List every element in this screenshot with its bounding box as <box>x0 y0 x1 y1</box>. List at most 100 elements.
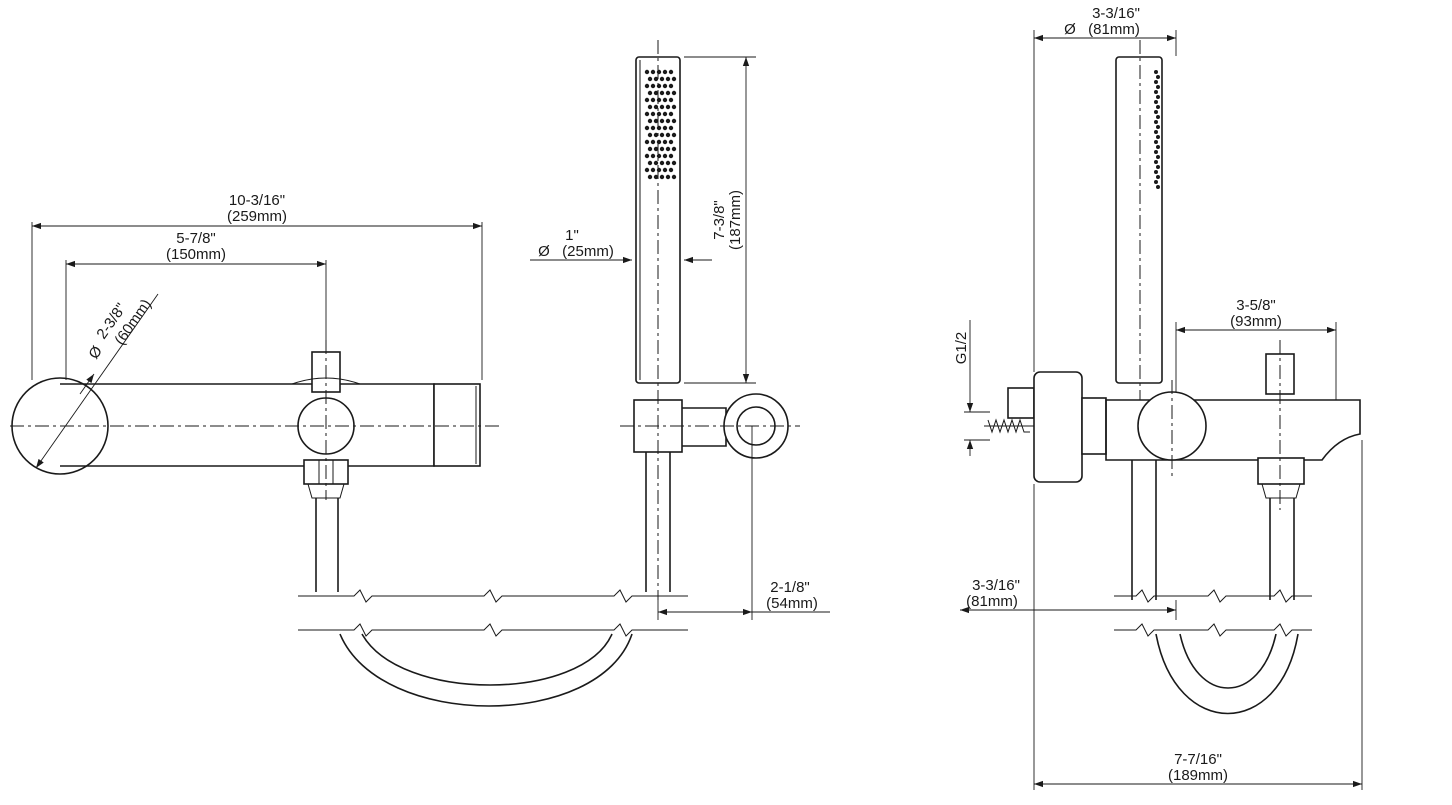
spray-nozzle <box>647 90 653 96</box>
dim-spout-metric: (150mm) <box>166 246 226 263</box>
spray-nozzle <box>659 146 665 152</box>
spray-nozzle <box>653 174 659 180</box>
side-body <box>1105 399 1361 461</box>
dim-spout-to-handle: 5-7/8" (150mm) <box>65 230 327 380</box>
spray-nozzle <box>647 76 653 82</box>
spray-nozzle <box>662 139 668 145</box>
side-spray-nozzle <box>1154 90 1158 94</box>
side-spray-nozzle <box>1154 100 1158 104</box>
side-spray-nozzle <box>1154 130 1158 134</box>
front-end-cap <box>433 383 481 467</box>
side-spray-nozzle <box>1156 165 1160 169</box>
spray-nozzle <box>653 132 659 138</box>
dim-side-handle-imperial: 3-5/8" <box>1236 297 1276 314</box>
dim-handshower-diameter: 1" Ø (25mm) <box>530 227 712 264</box>
spray-nozzle <box>647 132 653 138</box>
dim-side-handle-offset: 3-5/8" (93mm) <box>1175 297 1337 400</box>
side-spray-nozzle <box>1154 170 1158 174</box>
side-spray-nozzle <box>1156 185 1160 189</box>
side-spray-nozzle <box>1156 175 1160 179</box>
spray-nozzle <box>650 167 656 173</box>
front-break-line-lower <box>298 623 688 637</box>
side-spray-nozzle <box>1154 150 1158 154</box>
spray-nozzle <box>662 97 668 103</box>
spray-nozzle <box>650 139 656 145</box>
dim-thread-label: G1/2 <box>953 332 970 365</box>
spray-nozzle <box>671 104 677 110</box>
spray-nozzle <box>650 111 656 117</box>
spray-nozzle <box>668 111 674 117</box>
dim-overall-length-imperial: 10-3/16" <box>229 192 285 209</box>
spray-nozzle <box>668 69 674 75</box>
dim-side-flange-symbol: Ø <box>1064 21 1076 38</box>
spray-nozzle <box>653 104 659 110</box>
dim-spout-imperial: 5-7/8" <box>176 230 216 247</box>
side-spray-nozzle <box>1156 95 1160 99</box>
dim-side-hose-offset: 3-3/16" (81mm) <box>960 577 1177 620</box>
spray-nozzle <box>647 160 653 166</box>
spray-nozzle <box>647 174 653 180</box>
dim-overall-length-metric: (259mm) <box>227 208 287 225</box>
spray-nozzle <box>659 104 665 110</box>
dim-handshower-length: 7-3/8" (187mm) <box>684 56 756 384</box>
spray-nozzle <box>665 118 671 124</box>
spray-nozzle <box>665 90 671 96</box>
side-spray-nozzles <box>1154 70 1160 189</box>
spray-nozzle <box>656 125 662 131</box>
spray-nozzle <box>647 118 653 124</box>
spray-nozzle <box>650 69 656 75</box>
side-spray-nozzle <box>1154 140 1158 144</box>
dim-holder-offset-imperial: 2-1/8" <box>770 579 810 596</box>
dim-handshower-length-metric: (187mm) <box>727 190 744 250</box>
side-spray-nozzle <box>1154 160 1158 164</box>
spray-nozzle <box>650 153 656 159</box>
spray-nozzle <box>653 76 659 82</box>
spray-nozzle <box>656 83 662 89</box>
spray-nozzle <box>662 69 668 75</box>
side-spray-nozzle <box>1156 115 1160 119</box>
front-body <box>60 383 435 467</box>
spray-nozzle <box>656 69 662 75</box>
spray-nozzle <box>647 104 653 110</box>
dim-side-handle-metric: (93mm) <box>1230 313 1282 330</box>
front-break-line-upper <box>298 589 688 603</box>
spray-nozzle <box>668 167 674 173</box>
front-view <box>10 340 688 707</box>
side-spray-nozzle <box>1156 75 1160 79</box>
spray-nozzle <box>665 174 671 180</box>
side-hose-loop <box>1155 633 1299 715</box>
spray-nozzle <box>668 139 674 145</box>
spray-nozzle <box>659 118 665 124</box>
spray-nozzle <box>671 160 677 166</box>
spray-nozzle <box>644 167 650 173</box>
spray-nozzle <box>653 90 659 96</box>
side-spray-nozzle <box>1156 155 1160 159</box>
spray-nozzle <box>659 90 665 96</box>
spray-nozzle <box>668 153 674 159</box>
side-spray-nozzle <box>1154 80 1158 84</box>
dim-connection-thread: G1/2 <box>953 320 990 456</box>
spray-nozzle <box>668 125 674 131</box>
dim-handshower-length-imperial: 7-3/8" <box>711 200 728 240</box>
spray-nozzle <box>662 153 668 159</box>
dim-handshower-dia-metric: (25mm) <box>562 243 614 260</box>
dim-side-projection-metric: (189mm) <box>1168 767 1228 784</box>
dim-side-hose-metric: (81mm) <box>966 593 1018 610</box>
spray-nozzle <box>650 97 656 103</box>
spray-nozzle <box>659 132 665 138</box>
side-spray-nozzle <box>1156 85 1160 89</box>
side-handshower <box>1115 56 1163 384</box>
side-spray-nozzle <box>1156 145 1160 149</box>
side-spray-nozzle <box>1154 120 1158 124</box>
spray-nozzle <box>665 104 671 110</box>
spray-nozzle <box>656 153 662 159</box>
spray-nozzle <box>665 76 671 82</box>
spray-nozzle <box>671 132 677 138</box>
side-spray-nozzle <box>1156 125 1160 129</box>
dim-handshower-dia-symbol: Ø <box>538 243 550 260</box>
spray-nozzle <box>656 111 662 117</box>
side-spray-nozzle <box>1156 105 1160 109</box>
side-thread <box>987 418 1030 434</box>
side-spray-nozzle <box>1154 70 1158 74</box>
